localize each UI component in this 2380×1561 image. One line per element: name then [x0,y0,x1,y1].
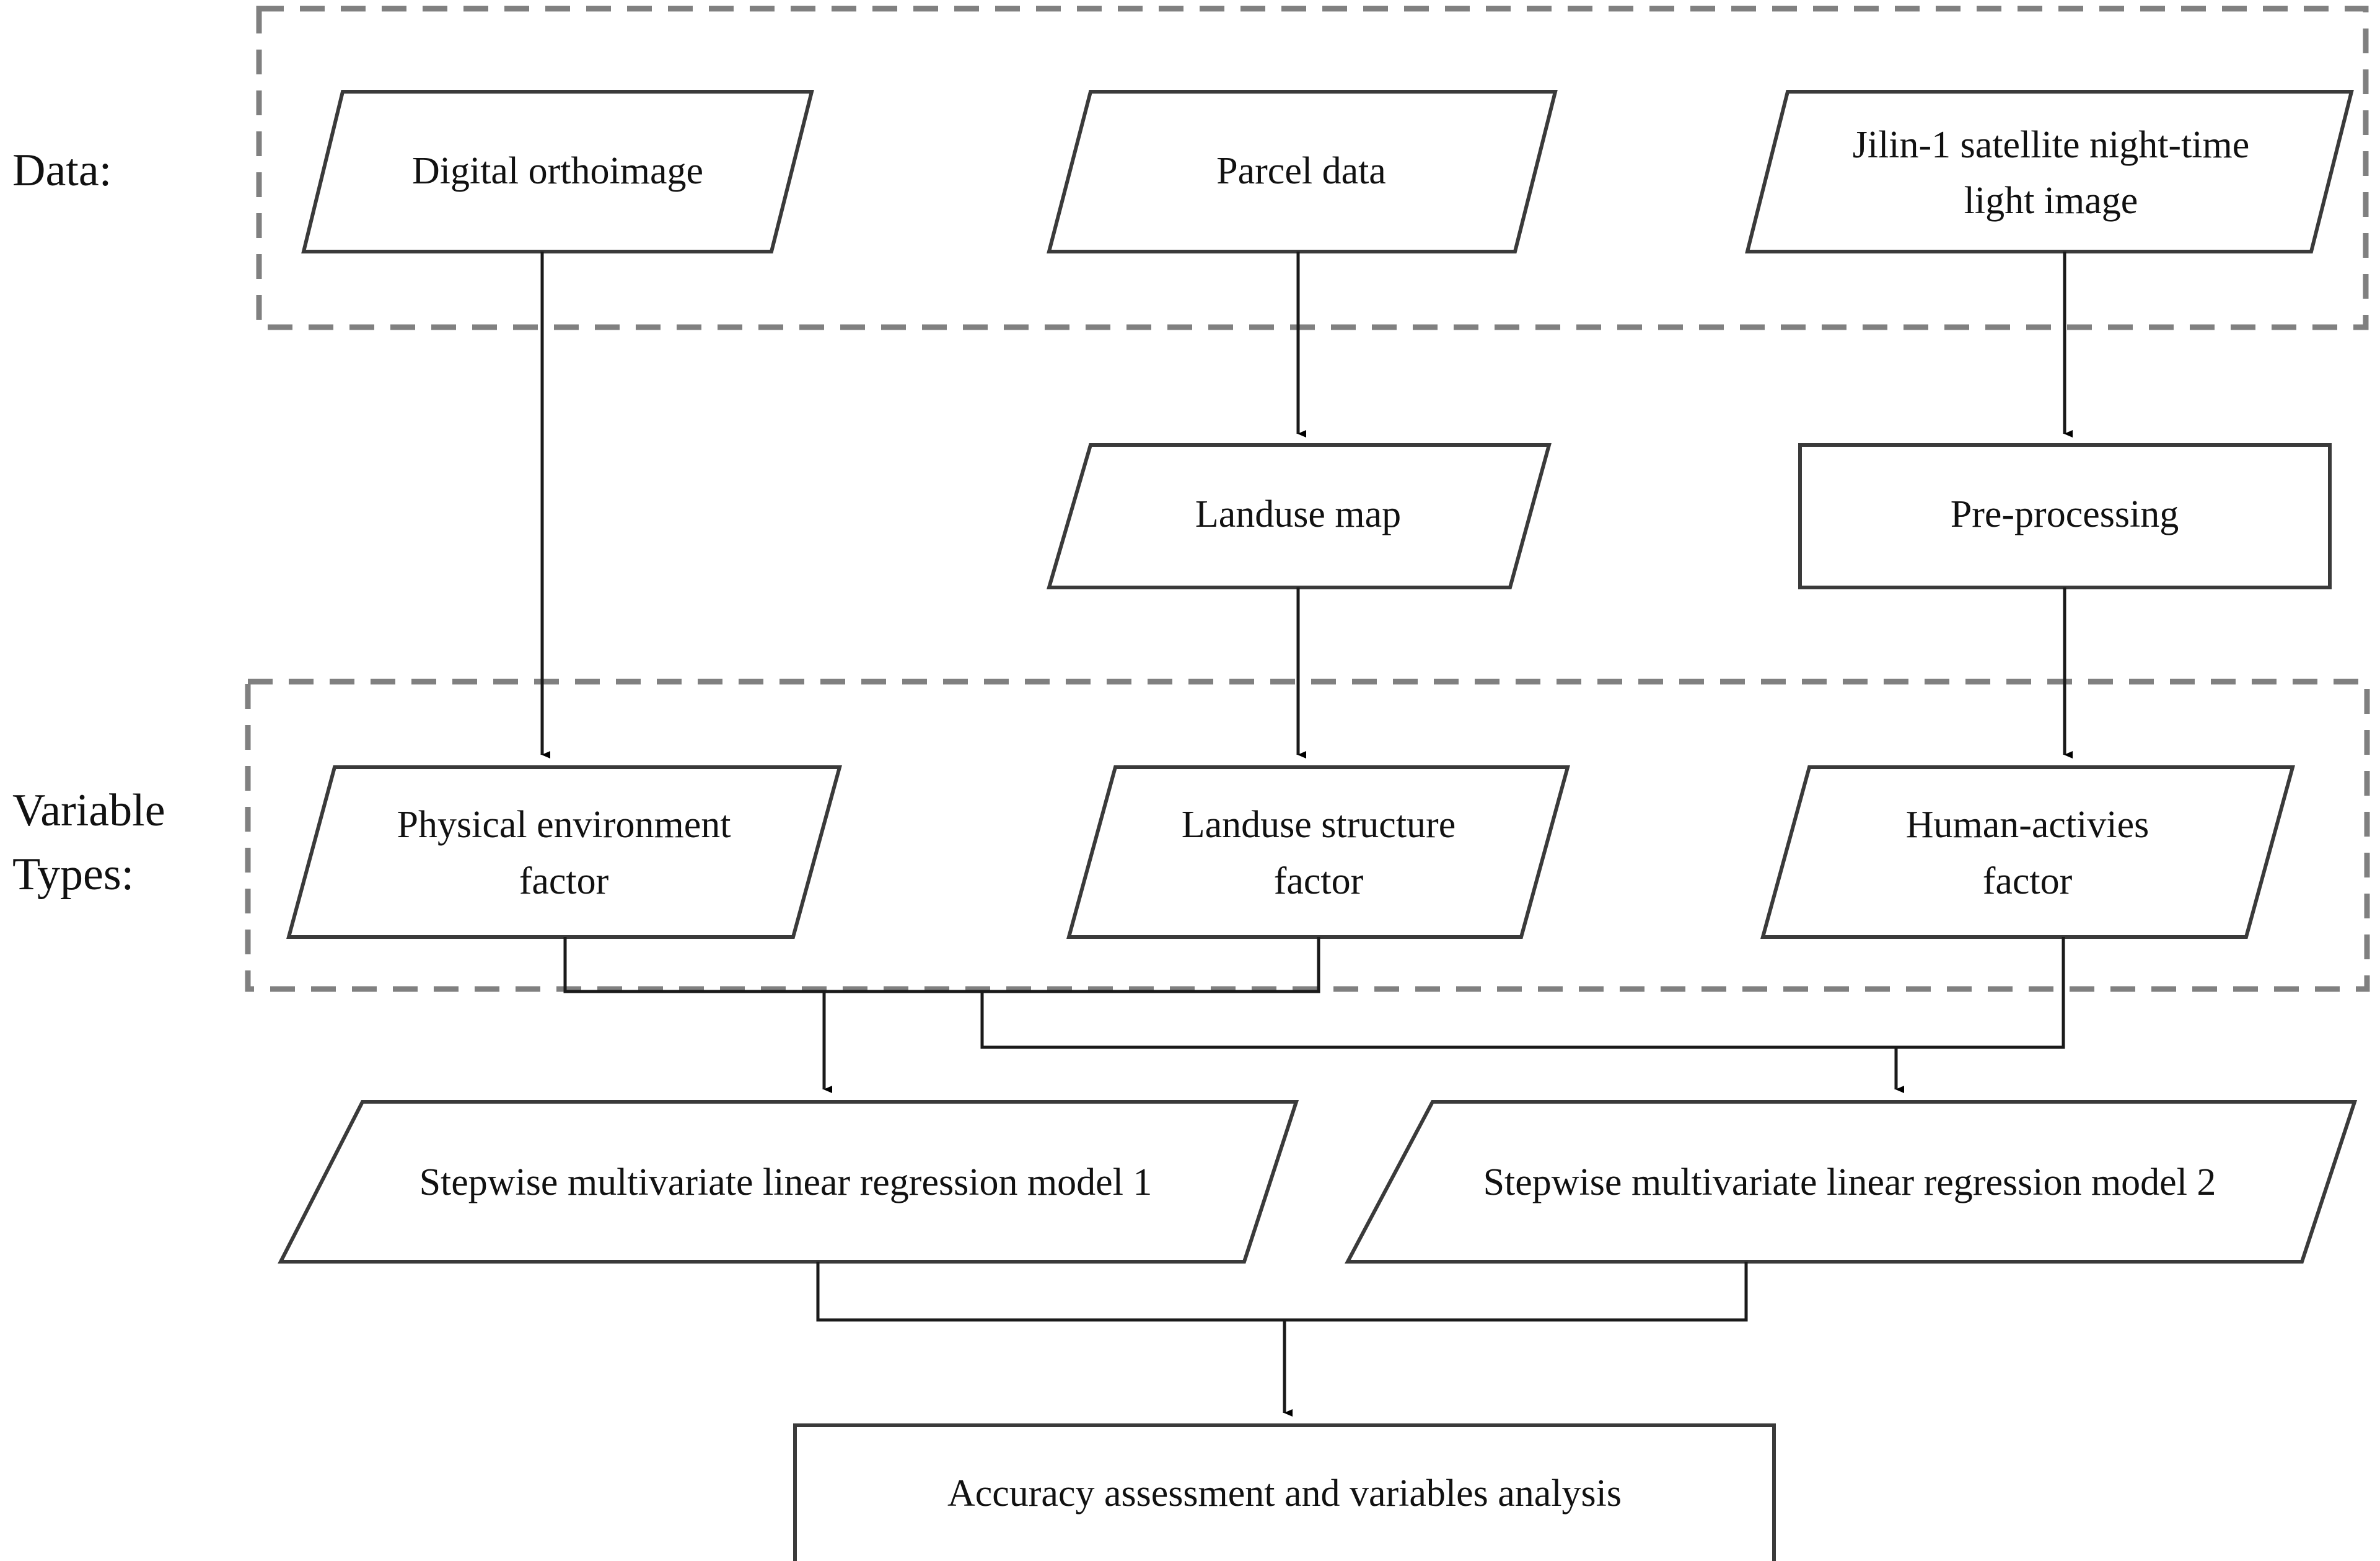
edge-structure-to-model2 [980,992,1896,1049]
node-jilin-night-light[interactable] [1745,90,2354,253]
node-landuse-structure-factor-label-line2: factor [1274,860,1364,902]
edge-human-activies-to-model2 [1894,937,2065,1093]
node-parcel-data-label: Parcel data [1216,150,1386,192]
node-human-activies-factor[interactable] [1760,765,2295,939]
node-physical-environment-factor-label-line1: Physical environment [397,804,731,846]
edge-model1-to-accuracy [816,1262,1284,1322]
node-accuracy-assessment-label: Accuracy assessment and variables analys… [947,1472,1622,1515]
node-regression-model-2-label: Stepwise multivariate linear regression … [1483,1161,2216,1203]
data-group-box [256,6,2369,330]
node-human-activies-factor-label-line2: factor [1983,860,2073,902]
node-digital-orthoimage[interactable] [301,90,814,253]
node-physical-environment-factor[interactable] [286,765,842,939]
node-regression-model-1[interactable] [278,1100,1299,1264]
node-human-activies-factor-label-line1: Human-activies [1906,804,2149,846]
edge-physical-to-model1 [563,937,824,993]
node-regression-model-1-label: Stepwise multivariate linear regression … [419,1161,1153,1203]
edge-structure-to-model1 [822,937,1320,1093]
node-landuse-structure-factor-label-line1: Landuse structure [1182,804,1456,846]
node-accuracy-assessment[interactable] [793,1423,1776,1561]
node-jilin-night-light-label-line2: light image [1964,180,2138,222]
node-jilin-night-light-label-line1: Jilin-1 satellite night-time [1853,124,2250,166]
variable-types-group-box [245,679,2370,992]
edge-model2-to-accuracy [1283,1262,1748,1417]
node-landuse-map-label: Landuse map [1195,493,1401,535]
node-pre-processing-label: Pre-processing [1951,493,2179,535]
node-landuse-map[interactable] [1047,443,1552,589]
variable-types-row-label-line2: Types: [12,849,134,900]
node-regression-model-2[interactable] [1345,1100,2358,1264]
node-parcel-data[interactable] [1047,90,1558,253]
variable-types-row-label-line1: Variable [12,785,165,836]
node-digital-orthoimage-label: Digital orthoimage [412,150,703,192]
node-physical-environment-factor-label-line2: factor [519,860,609,902]
data-row-label: Data: [12,145,112,196]
node-landuse-structure-factor[interactable] [1066,765,1570,939]
